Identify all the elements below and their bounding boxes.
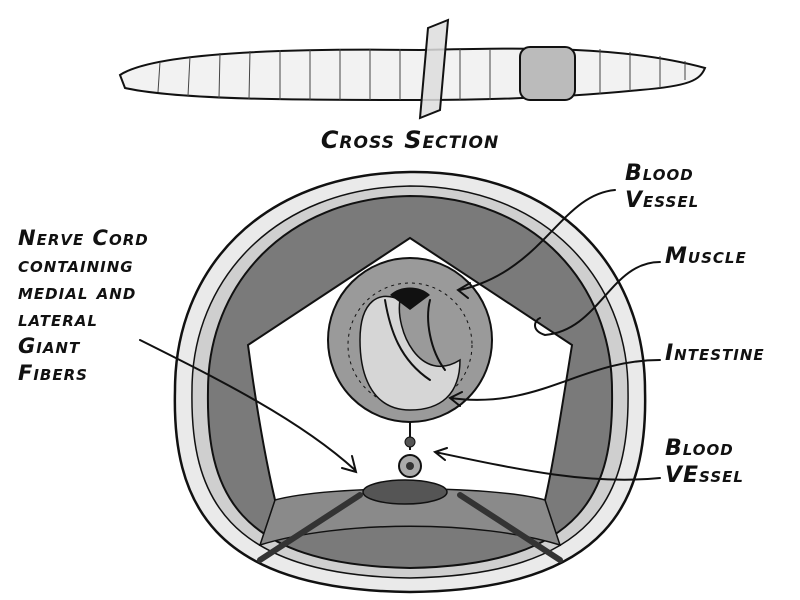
label-blood-vessel-bottom-2: VEssel bbox=[665, 463, 744, 488]
ventral-pad bbox=[362, 479, 448, 505]
label-line: Giant bbox=[18, 334, 81, 358]
label-line: Nerve Cord bbox=[18, 226, 149, 250]
label-blood-vessel-top-1: Blood bbox=[625, 161, 694, 186]
clitellum bbox=[519, 46, 576, 101]
label-line: Fibers bbox=[18, 361, 88, 385]
dorsal-blood-vessel bbox=[390, 287, 430, 310]
label-intestine: Intestine bbox=[665, 341, 765, 366]
label-muscle: Muscle bbox=[665, 244, 747, 269]
section-plane bbox=[418, 18, 450, 120]
label-line: containing bbox=[18, 253, 134, 277]
label-nerve-cord: Nerve Cord containing medial and lateral… bbox=[18, 226, 149, 385]
cross-section bbox=[173, 170, 647, 594]
label-line: medial and bbox=[18, 280, 136, 304]
diagram-title: Cross Section bbox=[321, 126, 499, 154]
label-line: lateral bbox=[18, 307, 98, 331]
leader-arrows bbox=[139, 189, 661, 481]
earthworm-drawing bbox=[118, 18, 707, 120]
label-blood-vessel-bottom-1: Blood bbox=[665, 436, 734, 461]
label-blood-vessel-top-2: Vessel bbox=[625, 188, 699, 213]
